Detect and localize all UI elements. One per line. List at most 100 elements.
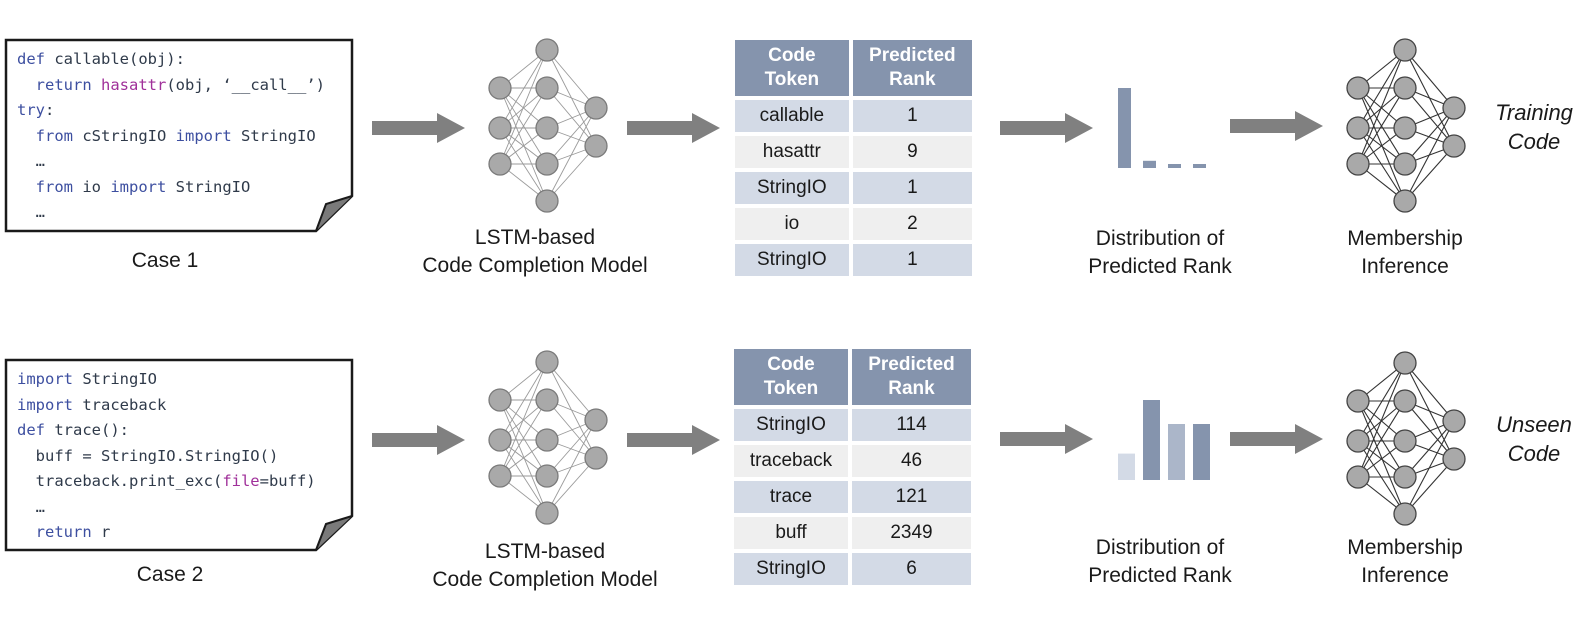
network-edge [546,49,597,109]
network-edge [499,399,548,477]
model-caption-1-line-2: Code Completion Model [422,254,648,277]
model-caption-1-line-1: LSTM-based [474,226,596,249]
network-edge [546,87,597,147]
network-node [1442,134,1466,158]
network-node [1393,38,1417,62]
token-cell: hasattr [733,134,851,170]
code-line: try: [17,98,325,124]
code-token: try [17,101,45,119]
code-token: callable(obj): [54,50,185,68]
token-cell: io [733,206,851,242]
network-edge [546,457,597,514]
network-edge [1404,420,1455,515]
code-token: return [35,523,101,541]
network-node [535,501,559,525]
token-cell: StringIO [733,242,851,278]
network-edge [499,49,548,165]
inference-caption-2-line-1: Membership [1347,536,1463,559]
code-token: import [110,177,176,196]
code-token: def [17,421,55,439]
network-edge [499,399,548,514]
network-edge [546,419,597,514]
network-node [584,134,608,158]
network-node [1442,96,1466,120]
network-edge [546,361,597,421]
arrow-code-to-model-2 [372,425,465,455]
rank-cell: 1 [850,98,974,134]
membership-inference-network-1 [1346,38,1466,213]
header-predicted-rank-line-1: Predicted [868,354,955,375]
network-node [1393,389,1417,413]
model-caption-2-line-1: LSTM-based [484,540,606,563]
membership-inference-network-2 [1346,351,1466,526]
result-label-2: Unseen Code [1475,410,1593,468]
distribution-bar [1143,160,1156,168]
token-cell: StringIO [733,170,851,206]
distribution-caption-1-line-2: Predicted Rank [1088,255,1232,278]
network-node [1393,465,1417,489]
code-token: traceback.print_exc( [17,472,223,490]
code-token: buff = StringIO.StringIO() [17,446,279,465]
case-1-caption: Case 1 [131,249,199,272]
header-predicted-rank-line-1: Predicted [869,45,956,66]
network-node [535,76,559,100]
network-node [488,428,512,452]
network-edge [546,399,597,459]
network-node [1346,429,1370,453]
network-edge [546,107,597,165]
network-node [488,116,512,140]
code-token [17,523,36,541]
inference-caption-1-line-1: Membership [1347,227,1463,250]
network-edge [1357,49,1406,129]
network-edge [1357,400,1406,478]
code-token: trace(): [54,421,129,439]
arrow-model-to-table-1 [627,113,720,143]
arrow-model-to-table-2 [627,425,720,455]
network-node [488,388,512,412]
network-node [1393,116,1417,140]
code-line: return r [17,520,316,546]
network-node [1346,152,1370,176]
code-token: io [82,177,111,196]
code-line: def callable(obj): [17,47,325,73]
network-edge [1404,87,1455,147]
inference-caption-2: Membership Inference [1320,534,1490,590]
network-node [488,464,512,488]
network-node [1346,465,1370,489]
network-node [1393,351,1417,375]
header-code-token-line-2: Token [763,378,819,399]
result-label-1-line-2: Code [1507,129,1561,154]
header-predicted-rank-line-2: Rank [888,378,935,399]
code-token: r [101,523,111,541]
network-node [584,408,608,432]
rank-distribution-chart-2 [1118,400,1210,480]
code-line: buff = StringIO.StringIO() [17,444,316,470]
arrow-table-to-distribution-1 [1000,113,1093,143]
rank-cell: 2 [850,206,974,242]
arrow-distribution-to-inference-2 [1230,424,1323,454]
rank-cell: 46 [850,443,973,479]
code-token: import [175,126,241,145]
lstm-network-2 [488,350,608,525]
network-node [535,116,559,140]
code-line: … [17,149,325,175]
code-token: … [17,497,45,516]
result-label-1-line-1: Training [1495,100,1573,125]
code-token: … [17,203,45,221]
network-edge [499,439,548,514]
network-node [1346,389,1370,413]
network-edge [1357,362,1406,442]
network-edge [1404,420,1455,478]
network-node [584,96,608,120]
